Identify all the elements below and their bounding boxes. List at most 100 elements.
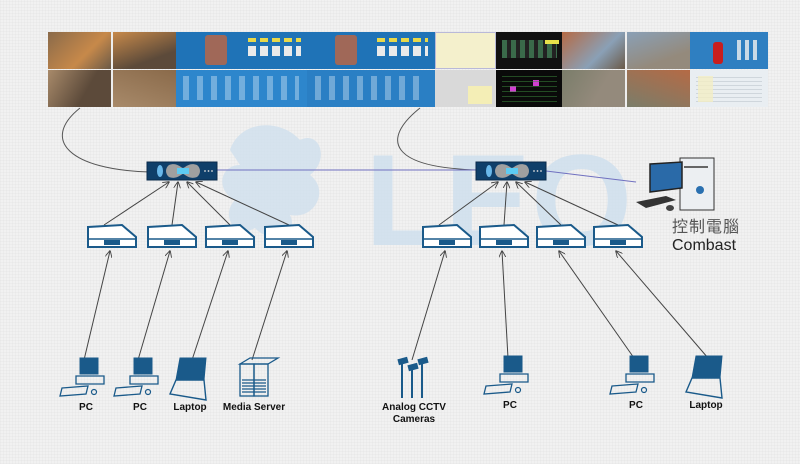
encoder-port-icon [281,240,297,245]
control-pc-power-icon [696,186,704,194]
controller-port [533,170,535,172]
control-pc-mouse-icon [666,205,674,211]
link-encoder-left-3-to-controller [187,182,231,226]
encoder-right-2 [479,223,529,248]
source-label: PC [79,402,93,414]
controller-port [207,170,210,172]
source-pc-1 [59,357,105,397]
laptop-base-icon [169,379,207,401]
link-encoder-left-1-to-controller [103,182,169,226]
pc-keyboard-icon [113,385,143,397]
source-label: PC [503,400,517,412]
pc-monitor-icon [79,357,99,375]
controller-right [475,161,547,181]
pc-mouse-icon [90,388,98,396]
source-pc-6 [483,355,529,395]
link-source-7-to-encoder [559,251,635,359]
control-pc-keyboard-icon [636,196,676,208]
laptop-screen-icon [691,355,723,379]
controller-port [211,170,213,172]
controller-port [204,170,206,172]
source-label: Laptop [173,402,206,414]
encoder-body [593,223,643,248]
link-source-6-to-encoder [502,251,509,359]
pc-monitor-icon [629,355,649,373]
controller-led-icon [486,165,492,177]
encoder-port-icon [553,240,569,245]
video-wall-tile-hmi-and-table [689,32,769,107]
video-wall-tile-port-yard-cameras [562,32,690,107]
leo-watermark: LEO [222,125,632,273]
encoder-right-3 [536,223,586,248]
pc-mouse-icon [640,386,648,394]
source-label-line1: PC [79,402,93,413]
encoder-body [264,223,314,248]
link-source-8-to-encoder [616,251,709,359]
encoder-body [147,223,197,248]
source-pc-7 [609,355,655,395]
watermark-lion-icon [222,125,321,237]
link-encoder-right-1-to-controller [438,182,498,226]
pc-mouse-icon [514,386,522,394]
encoder-left-2 [147,223,197,248]
link-encoder-right-3-to-controller [516,182,562,226]
source-label-line1: Analog CCTV [382,402,446,413]
pc-monitor-icon [503,355,523,373]
video-wall-tile-scada-process-flow [307,32,435,107]
encoder-body [87,223,137,248]
source-laptop-3 [169,357,207,401]
control-pc-label: 控制電腦 Combast [672,219,740,255]
encoder-right-1 [422,223,472,248]
video-wall-tile-report-spreadsheet [434,32,497,107]
controller-display [177,168,189,174]
pc-keyboard-icon [59,385,89,397]
encoder-body [479,223,529,248]
source-cctv-5 [397,356,429,398]
controller-port [540,170,542,172]
video-wall [48,32,769,107]
link-encoder-right-4-to-controller [525,182,619,226]
encoder-left-1 [87,223,137,248]
cctv-camera-icon [407,362,419,372]
encoder-left-4 [264,223,314,248]
encoder-port-icon [164,240,180,245]
source-label-line1: Laptop [689,400,723,411]
source-label-line2: Cameras [392,414,436,425]
source-server-4 [237,357,281,397]
control-pc-label-zh: 控制電腦 [672,219,741,236]
pc-case-icon [499,373,529,383]
control-pc [636,157,715,211]
laptop-base-icon [685,377,723,399]
server-top-icon [237,357,281,365]
encoder-port-icon [496,240,512,245]
encoder-body [205,223,255,248]
encoder-right-4 [593,223,643,248]
source-label: Media Server [223,402,285,414]
link-source-3-to-encoder [191,251,228,361]
source-label-line1: Media Server [222,402,286,413]
controller-port [536,170,539,172]
encoder-port-icon [439,240,455,245]
control-pc-drive [684,166,708,168]
source-pc-2 [113,357,159,397]
controller-left [146,161,218,181]
link-encoder-left-2-to-controller [171,182,178,226]
source-label-line1: PC [133,402,147,413]
encoder-port-icon [104,240,120,245]
link-encoder-left-4-to-controller [196,182,290,226]
control-pc-tower-icon [679,157,715,211]
cctv-camera-icon [417,356,429,366]
link-source-1-to-encoder [83,251,110,361]
encoder-port-icon [222,240,238,245]
link-encoder-right-2-to-controller [504,182,507,226]
pc-case-icon [129,375,159,385]
pc-mouse-icon [144,388,152,396]
link-wall-to-controller-right [397,107,481,171]
link-source-4-to-encoder [251,251,287,361]
link-source-5-to-encoder [411,251,445,361]
links [61,107,709,361]
pc-case-icon [75,375,105,385]
link-source-2-to-encoder [137,251,170,361]
control-pc-label-en: Combast [672,237,737,254]
